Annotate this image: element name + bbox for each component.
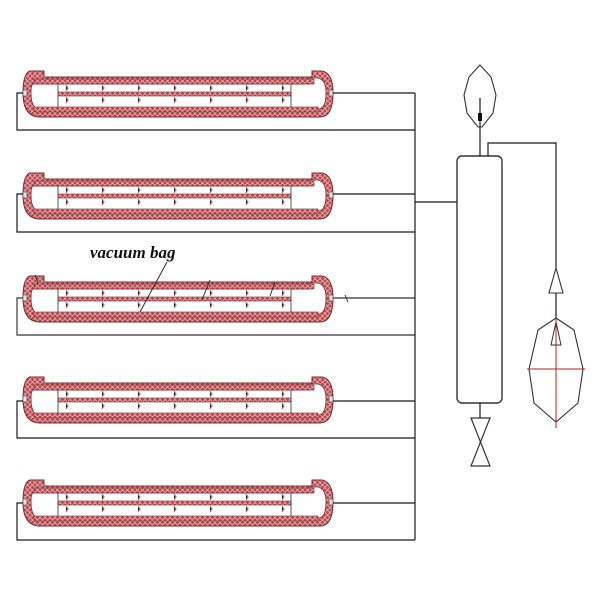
receiver-tank — [527, 317, 585, 428]
vessel-3 — [22, 275, 334, 323]
vessel-1 — [22, 70, 334, 118]
vacuum-bag-label: vacuum bag — [90, 243, 176, 262]
drain-valve-icon — [470, 417, 491, 467]
piping — [16, 92, 457, 541]
vacuum-bag-leaders — [34, 261, 349, 313]
vessel-5 — [22, 479, 334, 527]
vessel-4 — [22, 376, 334, 424]
tank-connection-pipe — [487, 142, 557, 268]
vessel-2 — [22, 172, 334, 220]
separator-column — [456, 155, 503, 404]
check-valve-icon — [548, 265, 564, 294]
